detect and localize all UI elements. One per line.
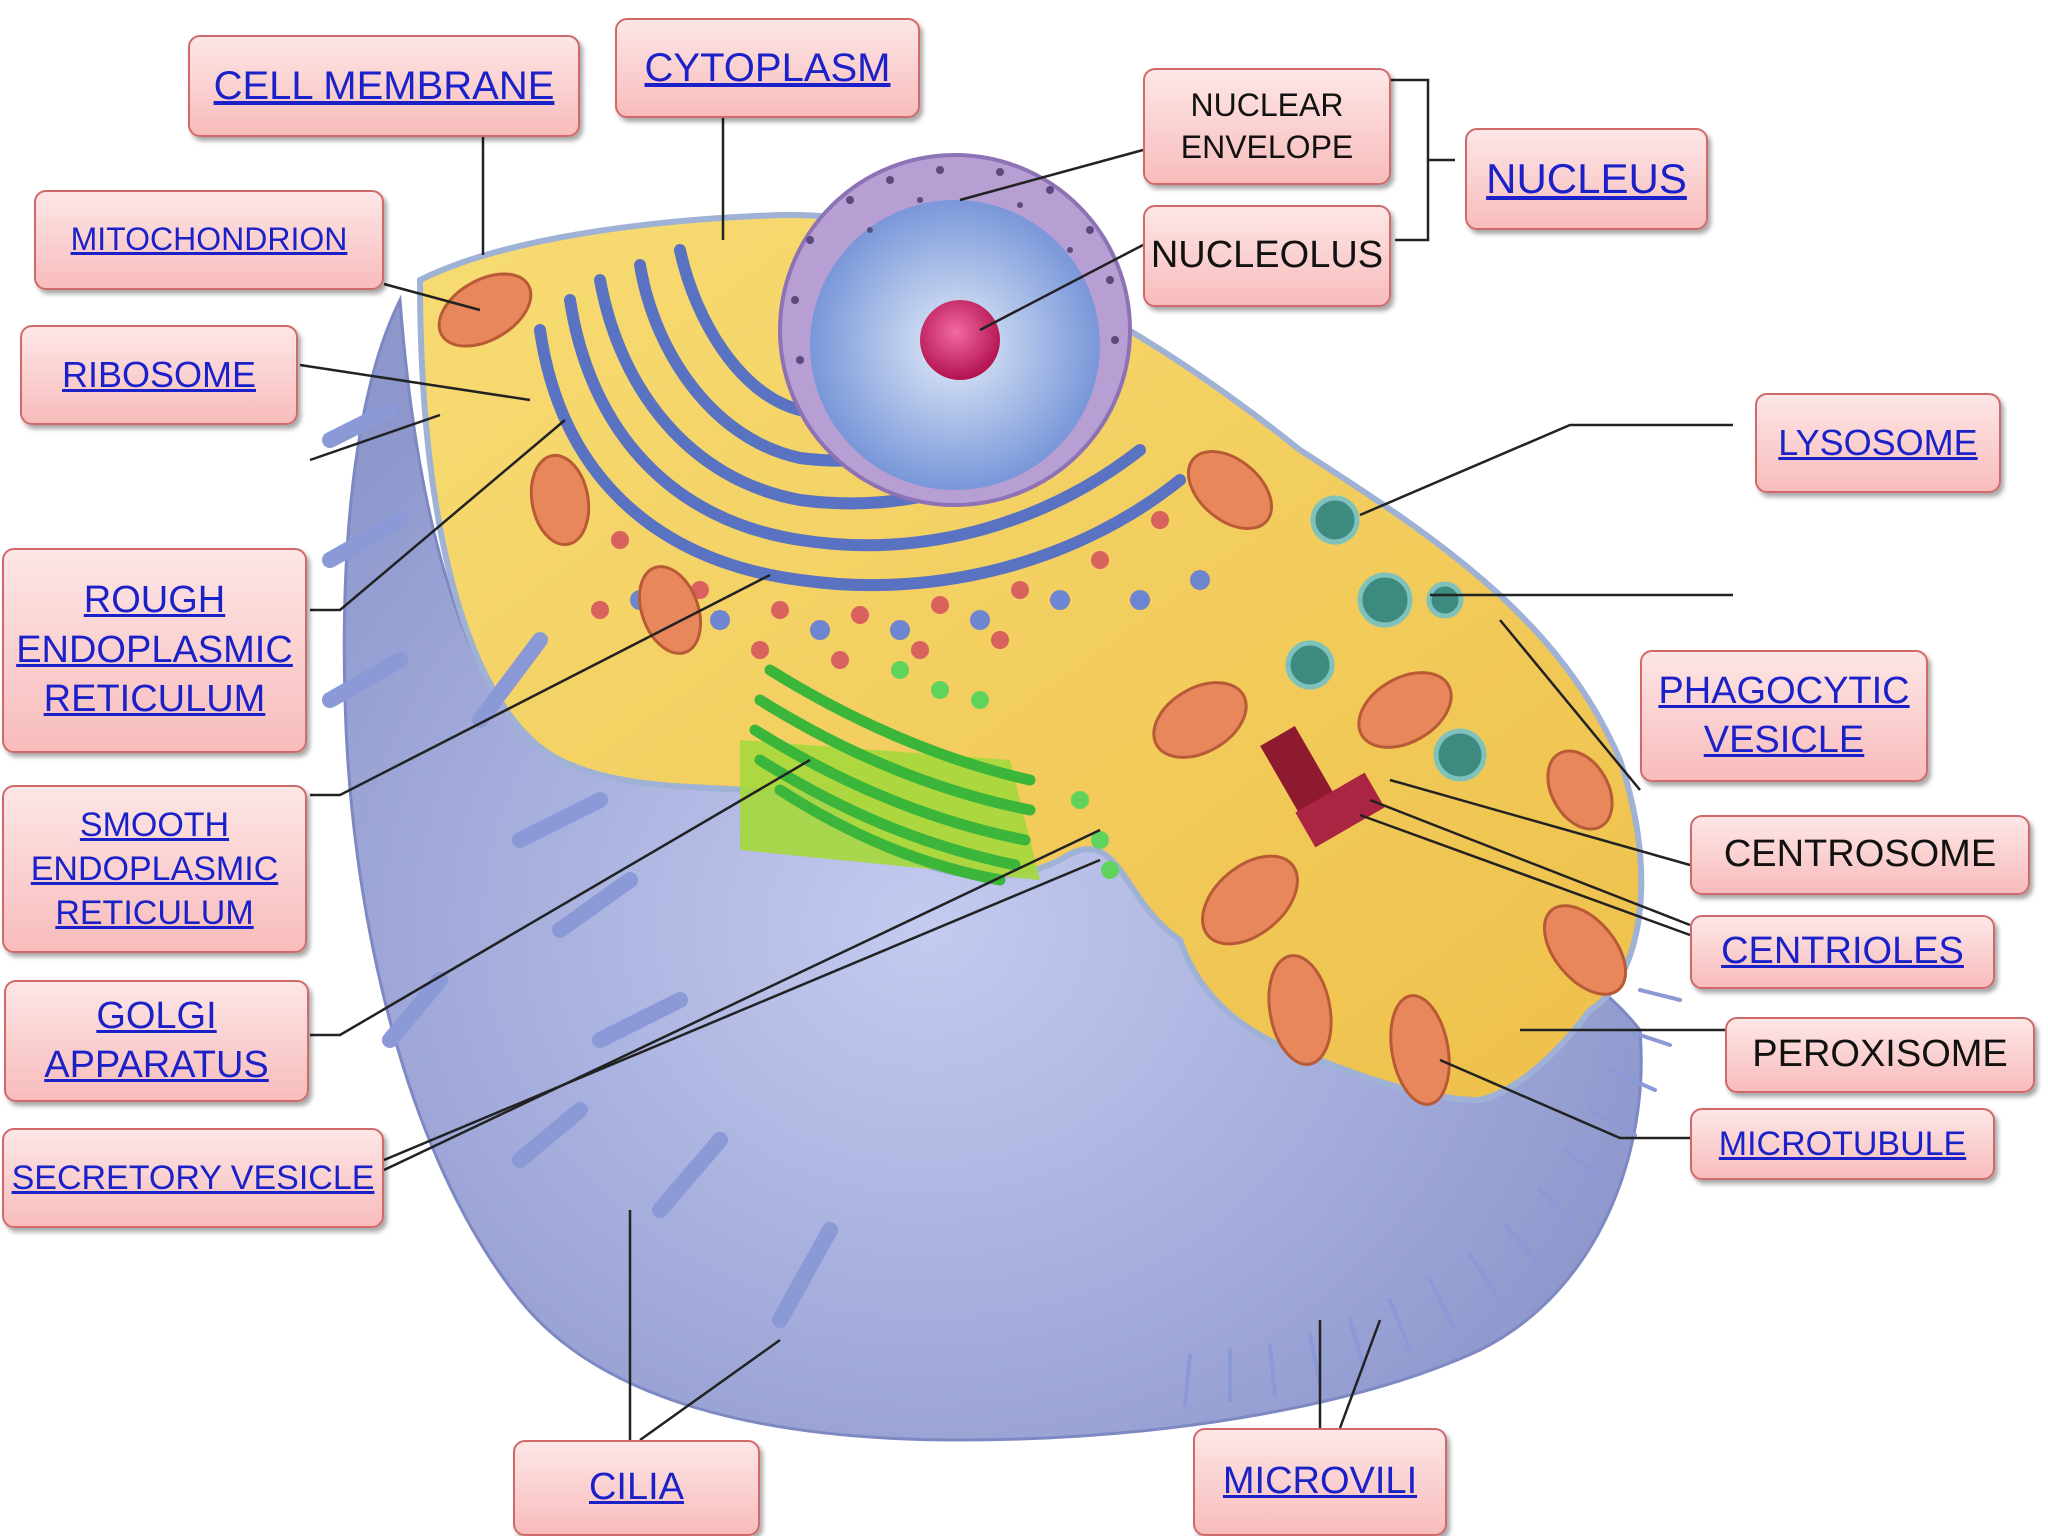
lysosome-shapes [1285, 495, 1487, 782]
centriole-shapes [1260, 726, 1385, 848]
label-ribosome[interactable]: RIBOSOME [20, 325, 298, 425]
label-lysosome[interactable]: LYSOSOME [1755, 393, 2001, 493]
label-nuclear-envelope: NUCLEAR ENVELOPE [1143, 68, 1391, 185]
label-centrioles[interactable]: CENTRIOLES [1690, 915, 1995, 989]
label-nucleolus: NUCLEOLUS [1143, 205, 1391, 307]
er-ribosomes [551, 471, 1169, 669]
label-rough-er[interactable]: ROUGH ENDOPLASMIC RETICULUM [2, 548, 307, 753]
microvilli-shapes [1183, 988, 1682, 1407]
label-nucleus[interactable]: NUCLEUS [1465, 128, 1708, 230]
label-mitochondrion[interactable]: MITOCHONDRION [34, 190, 384, 290]
label-phagocytic-vesicle[interactable]: PHAGOCYTIC VESICLE [1640, 650, 1928, 782]
smooth-er-vesicles [630, 570, 1210, 640]
mitochondria-shapes [437, 272, 1628, 1106]
label-cytoplasm[interactable]: CYTOPLASM [615, 18, 920, 118]
leader-lines [299, 78, 1733, 1442]
golgi-shape [740, 661, 1119, 886]
label-microtubule[interactable]: MICROTUBULE [1690, 1108, 1995, 1180]
label-peroxisome: PEROXISOME [1725, 1017, 2035, 1093]
label-golgi-apparatus[interactable]: GOLGI APPARATUS [4, 980, 309, 1102]
label-microvili[interactable]: MICROVILI [1193, 1428, 1447, 1536]
label-centrosome: CENTROSOME [1690, 815, 2030, 895]
label-secretory-vesicle[interactable]: SECRETORY VESICLE [2, 1128, 384, 1228]
label-cell-membrane[interactable]: CELL MEMBRANE [188, 35, 580, 137]
label-cilia[interactable]: CILIA [513, 1440, 760, 1536]
label-smooth-er[interactable]: SMOOTH ENDOPLASMIC RETICULUM [2, 785, 307, 953]
cilia-shapes [322, 402, 838, 1328]
nucleus-shape [778, 153, 1132, 507]
